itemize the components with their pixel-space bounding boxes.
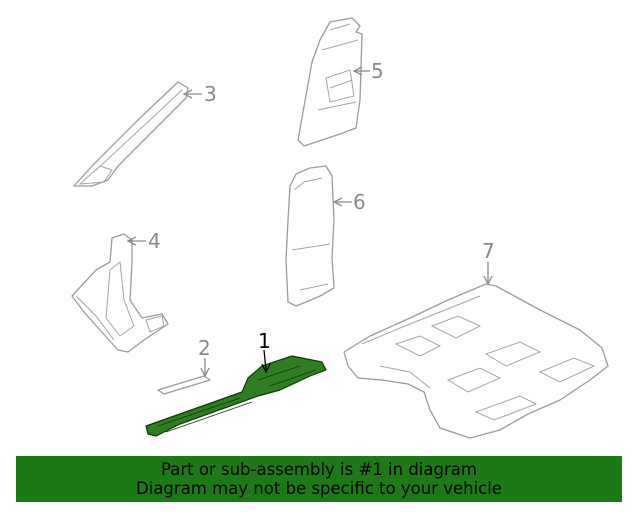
callout-4: 4 xyxy=(148,229,161,253)
callout-leaders xyxy=(126,66,493,378)
info-banner: Part or sub-assembly is #1 in diagram Di… xyxy=(16,456,622,502)
part-5-b-pillar-upper-trim[interactable] xyxy=(297,17,363,147)
part-3-a-pillar-trim[interactable] xyxy=(73,81,189,187)
part-4-cowl-side-trim[interactable] xyxy=(71,233,169,353)
callout-7: 7 xyxy=(482,239,495,263)
callout-1: 1 xyxy=(258,329,271,353)
banner-line-2: Diagram may not be specific to your vehi… xyxy=(136,479,502,498)
callout-3: 3 xyxy=(204,82,217,106)
banner-line-1: Part or sub-assembly is #1 in diagram xyxy=(161,460,477,479)
part-2-sill-strip[interactable] xyxy=(157,375,211,395)
part-6-b-pillar-lower-trim[interactable] xyxy=(285,165,335,307)
leader-1 xyxy=(263,349,267,371)
part-1-scuff-plate[interactable] xyxy=(145,355,327,437)
callout-2: 2 xyxy=(198,336,211,360)
parts-diagram: 1 2 3 4 5 6 7 xyxy=(71,17,609,439)
callout-6: 6 xyxy=(353,190,366,214)
callout-5: 5 xyxy=(371,59,384,83)
part-7-floor-carpet[interactable] xyxy=(343,283,609,439)
